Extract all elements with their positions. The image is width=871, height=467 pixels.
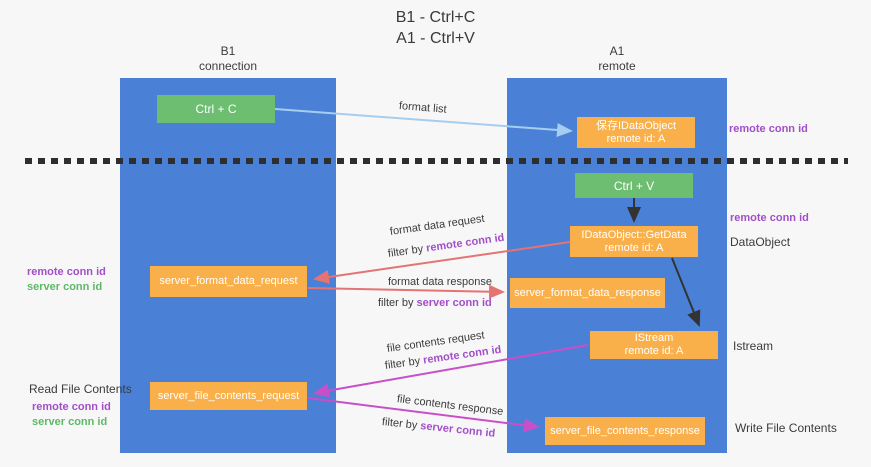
edge-label-format-data-request: format data request [389,212,486,238]
server-file-contents-response-label: server_file_contents_response [550,424,700,437]
node-save-idataobject: 保存IDataObject remote id: A [577,117,695,148]
remote-conn-id-text: remote conn id [32,401,111,413]
node-server-file-contents-request: server_file_contents_request [150,382,307,410]
title-line-2: A1 - Ctrl+V [396,30,475,47]
column-a1-subtitle: remote [598,59,636,73]
machine-boundary-dashed-line [25,158,848,164]
node-istream: IStream remote id: A [590,331,718,359]
server-format-data-request-label: server_format_data_request [159,275,298,287]
node-idataobject-getdata: IDataObject::GetData remote id: A [570,226,698,257]
column-b1-name: B1 [220,44,236,58]
annotation-write-file-contents: Write File Contents [735,421,837,435]
edge-label-filter-server-1: filter by server conn id [378,297,492,309]
column-header-a1: A1 remote [507,44,727,74]
arrow-format-data-response [307,284,505,299]
edge-label-file-contents-response: file contents response [396,393,504,418]
filter-by-text: filter by [378,297,414,309]
istream-line2: remote id: A [624,345,684,357]
filter-by-text: filter by [381,416,418,432]
annotation-remote-conn-id-mid: remote conn id [730,212,809,224]
ctrl-v-label: Ctrl + V [613,178,655,193]
server-file-contents-request-label: server_file_contents_request [157,389,300,402]
title-line-1: B1 - Ctrl+C [395,9,476,26]
node-ctrl-c: Ctrl + C [157,95,275,123]
annotation-dataobject: DataObject [730,235,791,249]
server-conn-id-text: server conn id [27,281,103,293]
filter-by-text: filter by [387,243,424,260]
annotation-conn-ids-file: remote conn id server conn id [32,400,111,430]
column-b1-subtitle: connection [198,59,258,73]
save-idataobject-line1: 保存IDataObject [595,119,677,132]
node-ctrl-v: Ctrl + V [575,173,693,198]
getdata-line2: remote id: A [604,241,664,254]
server-conn-id-text: server conn id [32,416,108,428]
column-header-b1: B1 connection [120,44,336,74]
istream-line1: IStream [634,332,674,344]
save-idataobject-line2: remote id: A [606,132,666,145]
remote-conn-id-text: remote conn id [27,266,106,278]
diagram-title: B1 - Ctrl+C A1 - Ctrl+V [0,7,871,49]
node-server-file-contents-response: server_file_contents_response [545,417,705,445]
edge-label-filter-server-2: filter by server conn id [381,416,495,440]
annotation-conn-ids-format: remote conn id server conn id [27,265,106,295]
annotation-read-file-contents: Read File Contents [29,382,132,396]
annotation-istream: Istream [733,339,774,353]
annotation-remote-conn-id-top: remote conn id [729,123,808,135]
column-a1-name: A1 [609,44,625,58]
edge-label-format-data-response: format data response [388,276,492,288]
node-server-format-data-response: server_format_data_response [510,278,665,308]
filter-by-text: filter by [384,355,421,372]
ctrl-c-label: Ctrl + C [195,102,237,116]
getdata-line1: IDataObject::GetData [581,228,687,241]
server-conn-id-text: server conn id [416,297,492,309]
remote-conn-id-text: remote conn id [425,231,506,255]
server-conn-id-text: server conn id [419,420,496,440]
server-format-data-response-label: server_format_data_response [514,286,661,299]
node-server-format-data-request: server_format_data_request [150,266,307,297]
edge-label-format-list: format list [398,100,448,116]
